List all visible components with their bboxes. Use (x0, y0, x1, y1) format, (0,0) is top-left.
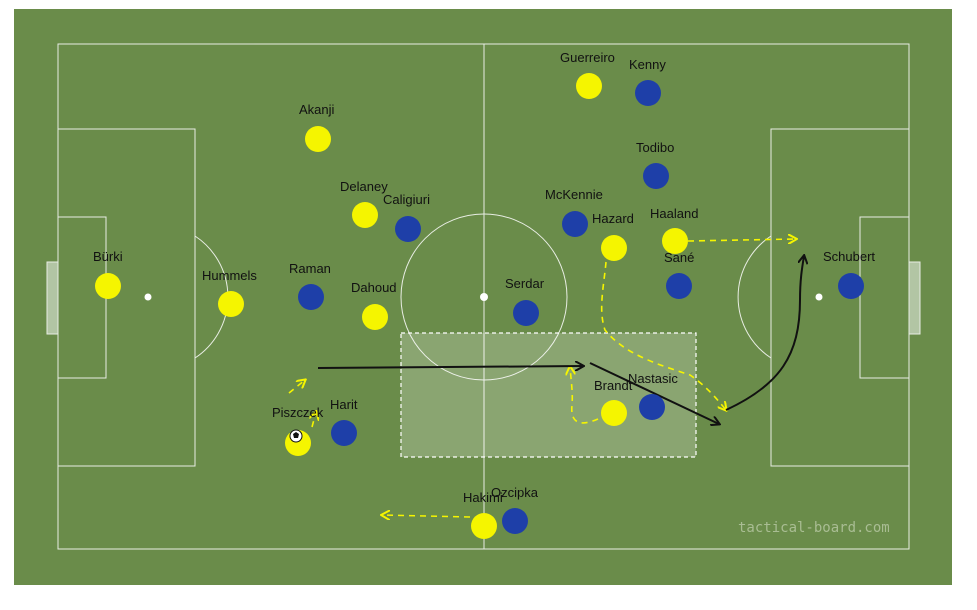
player-label: Hazard (592, 211, 634, 226)
run-hakimi[interactable] (382, 515, 471, 517)
player-label: Dahoud (351, 280, 397, 295)
player-label: Akanji (299, 102, 335, 117)
player-label: Raman (289, 261, 331, 276)
player-label: McKennie (545, 187, 603, 202)
player-label: Brandt (594, 378, 633, 393)
player-labels: Bürki Hummels Akanji Delaney Dahoud Pisz… (93, 50, 875, 505)
player-token-raman[interactable] (298, 284, 324, 310)
right-penalty-spot (815, 293, 823, 301)
player-token-ozcipka[interactable] (502, 508, 528, 534)
player-label: Bürki (93, 249, 123, 264)
player-token-hakimi[interactable] (471, 513, 497, 539)
player-tokens (95, 73, 864, 539)
player-label: Harit (330, 397, 358, 412)
player-label: Ozcipka (491, 485, 539, 500)
run-lines (288, 239, 796, 517)
player-token-serdar[interactable] (513, 300, 539, 326)
run-to-goal[interactable] (725, 256, 804, 411)
run-haaland[interactable] (687, 239, 796, 241)
left-goal (46, 261, 59, 335)
centre-circle (400, 213, 568, 381)
player-label: Kenny (629, 57, 666, 72)
player-label: Todibo (636, 140, 674, 155)
right-goal (908, 261, 921, 335)
player-token-haaland[interactable] (662, 228, 688, 254)
run-piszczek-short-2[interactable] (312, 412, 316, 428)
player-token-mckennie[interactable] (562, 211, 588, 237)
player-label: Hummels (202, 268, 257, 283)
player-token-brandt[interactable] (601, 400, 627, 426)
pitch-markings (46, 43, 921, 550)
highlight-zone[interactable] (400, 332, 697, 458)
player-token-delaney[interactable] (352, 202, 378, 228)
player-token-caligiuri[interactable] (395, 216, 421, 242)
player-label: Delaney (340, 179, 388, 194)
ball-icon[interactable] (289, 429, 303, 443)
player-label: Guerreiro (560, 50, 615, 65)
centre-spot (480, 293, 488, 301)
run-piszczek-short-1[interactable] (288, 380, 305, 394)
player-token-akanji[interactable] (305, 126, 331, 152)
player-token-nastasic[interactable] (639, 394, 665, 420)
player-token-kenny[interactable] (635, 80, 661, 106)
player-label: Schubert (823, 249, 875, 264)
run-hazard[interactable] (600, 261, 726, 410)
pass-lines (317, 256, 804, 424)
player-token-burki[interactable] (95, 273, 121, 299)
run-brandt[interactable] (570, 367, 599, 424)
player-token-dahoud[interactable] (362, 304, 388, 330)
player-token-todibo[interactable] (643, 163, 669, 189)
right-penalty-arc (737, 235, 772, 359)
player-label: Serdar (505, 276, 545, 291)
player-token-hummels[interactable] (218, 291, 244, 317)
player-label: Sané (664, 250, 694, 265)
watermark: tactical-board.com (738, 520, 890, 536)
player-token-hazard[interactable] (601, 235, 627, 261)
player-token-guerreiro[interactable] (576, 73, 602, 99)
player-token-sane[interactable] (666, 273, 692, 299)
player-label: Caligiuri (383, 192, 430, 207)
player-token-harit[interactable] (331, 420, 357, 446)
player-label: Haaland (650, 206, 698, 221)
pass-diagonal[interactable] (589, 362, 719, 424)
player-label: Piszczek (272, 405, 324, 420)
left-penalty-spot (144, 293, 152, 301)
player-label: Nastasic (628, 371, 678, 386)
player-label: Hakimi (463, 490, 503, 505)
player-token-schubert[interactable] (838, 273, 864, 299)
pass-long[interactable] (317, 366, 583, 368)
